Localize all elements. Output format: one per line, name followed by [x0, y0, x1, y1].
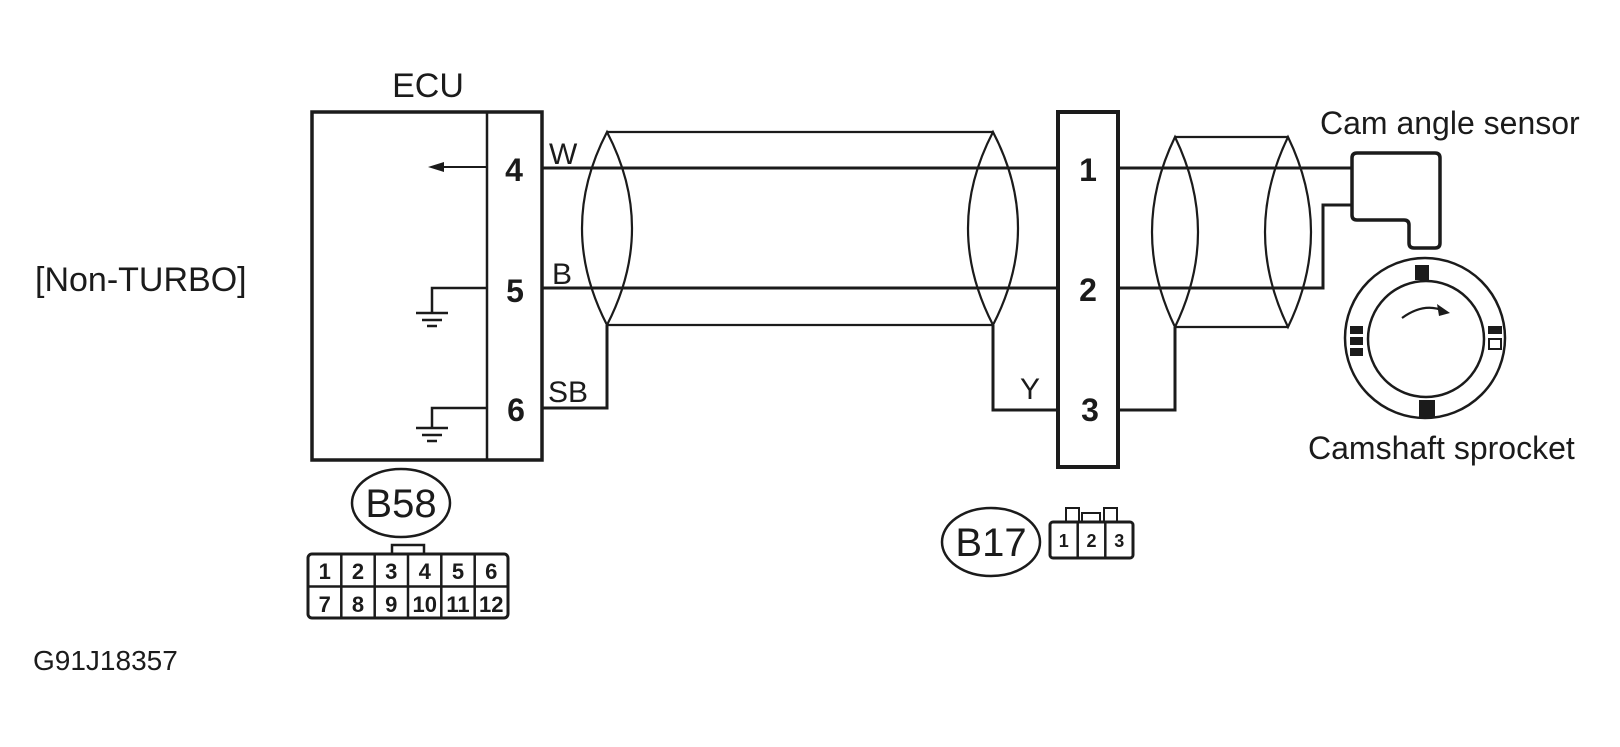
b17-plug-pin-1: 1: [1059, 531, 1069, 551]
shield-cable-2: [1151, 134, 1312, 330]
wire-label-b: B: [552, 258, 572, 291]
pin4-arrow-icon: [428, 162, 487, 172]
b58-cell-1: 1: [319, 559, 331, 584]
b17-id: B17: [955, 521, 1026, 565]
b58-cell-3: 3: [385, 559, 397, 584]
b58-id: B58: [365, 482, 436, 526]
variant-label: [Non-TURBO]: [35, 261, 247, 299]
b17-inline-connector: 1 2 3: [1056, 110, 1120, 469]
ground-icon-pin5: [416, 286, 487, 328]
b17-plug-pin-3: 3: [1114, 531, 1124, 551]
ground-icon-pin6: [416, 406, 487, 443]
sprocket-tooth-bottom: [1419, 400, 1435, 417]
wire-shield2-drain: [1118, 327, 1177, 412]
camshaft-sprocket: [1343, 256, 1507, 420]
sprocket-tooth-top: [1415, 265, 1429, 280]
rotation-arrow-icon: [1401, 304, 1450, 319]
ecu-pin-4: 4: [505, 152, 523, 188]
wire-b: [542, 203, 1352, 290]
figure-code: G91J18357: [33, 645, 178, 676]
wire-sb: [542, 325, 609, 410]
b58-cell-4: 4: [419, 559, 432, 584]
b58-cell-12: 12: [479, 592, 503, 617]
sprocket-teeth-right: [1488, 326, 1502, 350]
cam-angle-sensor-body: [1350, 151, 1442, 250]
ecu-title: ECU: [392, 67, 464, 105]
wire-label-w: W: [549, 138, 578, 171]
sprocket-teeth-left: [1350, 326, 1363, 356]
camshaft-sprocket-label: Camshaft sprocket: [1308, 430, 1575, 466]
b58-cell-8: 8: [352, 592, 364, 617]
b17-plug-tab-2: [1103, 507, 1118, 523]
wire-label-sb: SB: [548, 376, 588, 409]
ecu-box: ECU 4 5 6: [310, 67, 544, 462]
b58-cell-10: 10: [412, 592, 436, 617]
b58-cell-2: 2: [352, 559, 364, 584]
b58-cell-11: 11: [446, 592, 469, 617]
b58-cell-7: 7: [319, 592, 331, 617]
b17-plug-pin-2: 2: [1086, 531, 1096, 551]
b17-pin-2: 2: [1079, 272, 1097, 308]
b17-plug: 1 2 3: [1048, 507, 1135, 560]
b58-grid-tab: [390, 543, 426, 554]
b58-cell-5: 5: [452, 559, 464, 584]
b17-callout: B17: [940, 506, 1042, 578]
b58-cell-6: 6: [485, 559, 497, 584]
cam-angle-sensor-label: Cam angle sensor: [1320, 105, 1580, 141]
b58-callout: B58: [350, 467, 452, 539]
b58-cell-9: 9: [385, 592, 397, 617]
wire-y: [991, 325, 1058, 412]
wire-label-y: Y: [1020, 373, 1040, 406]
ecu-pin-6: 6: [507, 392, 525, 428]
b58-pin-grid: 1 2 3 4 5 6 7 8 9 10 11 12: [306, 543, 510, 620]
b17-plug-tab-1: [1065, 507, 1080, 523]
b17-pin-3: 3: [1081, 392, 1099, 428]
shield-cable-1: [581, 129, 1019, 328]
b17-pin-1: 1: [1079, 152, 1097, 188]
ecu-pin-5: 5: [506, 273, 524, 309]
